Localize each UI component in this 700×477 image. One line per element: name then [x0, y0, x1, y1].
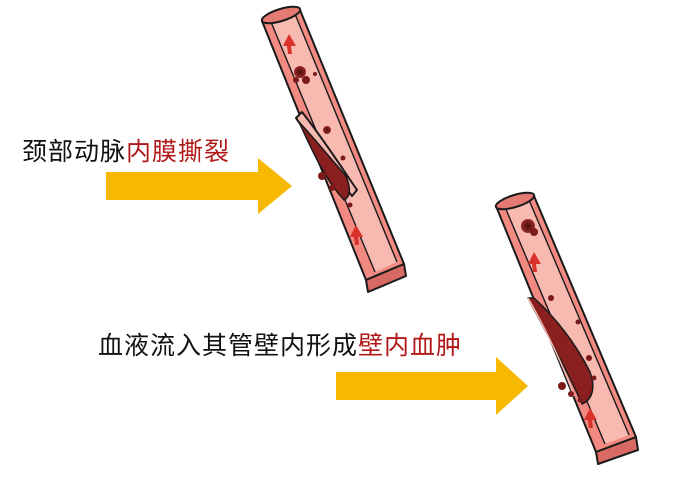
caption-intimal-tear-prefix: 颈部动脉	[22, 137, 127, 166]
vessel-intramural-hematoma	[494, 191, 639, 465]
flow-arrow-icon	[350, 225, 363, 245]
flow-arrow-icon	[283, 34, 296, 54]
caption-intramural-hematoma: 血液流入其管壁内形成壁内血肿	[98, 326, 462, 362]
blood-clot-cluster	[521, 219, 597, 403]
blood-clot-cluster	[293, 66, 353, 208]
pointer-arrow-icon	[106, 158, 292, 214]
caption-hematoma-highlight: 壁内血肿	[358, 331, 463, 360]
pointer-arrow-icon	[336, 357, 528, 415]
caption-intimal-tear: 颈部动脉内膜撕裂	[22, 132, 230, 168]
caption-intimal-tear-highlight: 内膜撕裂	[126, 137, 231, 166]
flow-arrow-icon	[528, 252, 541, 272]
caption-hematoma-prefix: 血液流入其管壁内形成	[98, 331, 359, 360]
vessel-intimal-tear	[260, 5, 407, 293]
flow-arrow-icon	[584, 408, 597, 428]
